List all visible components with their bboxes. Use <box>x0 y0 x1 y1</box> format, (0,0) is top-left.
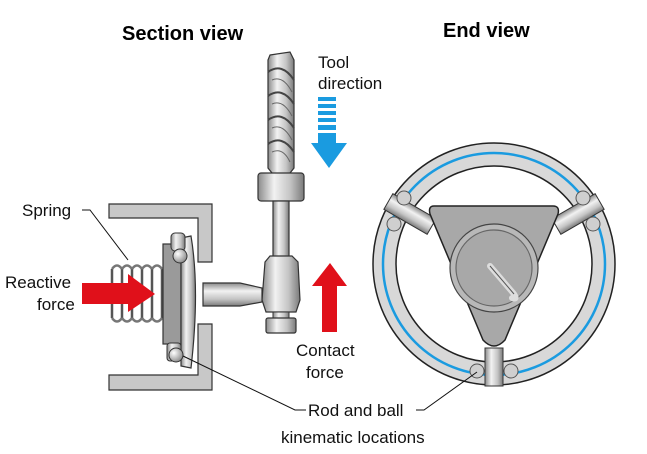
section-view-title: Section view <box>122 23 244 45</box>
stylus <box>202 172 305 334</box>
housing <box>108 203 213 391</box>
reactive-force-label-1: Reactive <box>5 273 71 292</box>
drill-bit <box>267 51 295 179</box>
end-view-assembly <box>372 142 616 387</box>
tool-direction-label-2: direction <box>318 74 382 93</box>
contact-force-label-1: Contact <box>296 341 355 360</box>
rod-ball-leader-left <box>182 355 306 411</box>
reactive-force-arrow <box>82 274 155 312</box>
end-view-title: End view <box>443 20 530 42</box>
reactive-force-label-2: force <box>37 295 75 314</box>
spring-leader-line <box>82 209 129 261</box>
spring-label: Spring <box>22 201 71 220</box>
contact-force-arrow <box>312 263 347 332</box>
rod-and-ball-label: Rod and ball <box>308 401 403 420</box>
rod-right <box>551 193 605 235</box>
rod-left <box>383 193 437 235</box>
kinematic-locations-label: kinematic locations <box>281 428 425 447</box>
contact-force-label-2: force <box>306 363 344 382</box>
rod-bottom <box>484 347 504 387</box>
tool-direction-arrow <box>311 97 347 168</box>
rod-ball-leader-right <box>416 371 478 411</box>
tool-direction-label-1: Tool <box>318 53 349 72</box>
probe-disc <box>162 232 197 369</box>
